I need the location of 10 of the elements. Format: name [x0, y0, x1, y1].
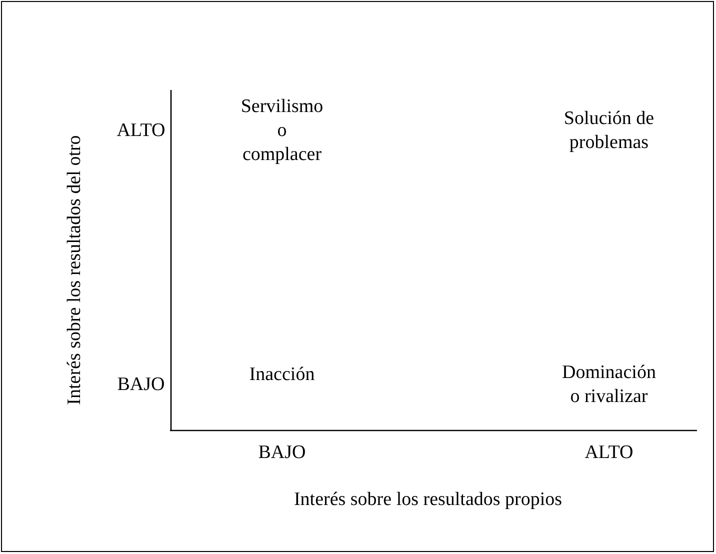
quadrant-label: Dominación o rivalizar: [561, 361, 657, 409]
y-tick-label: ALTO: [116, 119, 166, 143]
y-axis-title: Interés sobre los resultados del otro: [63, 134, 86, 407]
y-tick-label: BAJO: [116, 373, 166, 397]
x-tick-label: ALTO: [584, 441, 634, 465]
x-axis-title: Interés sobre los resultados propios: [292, 488, 564, 512]
quadrant-label: Inacción: [248, 363, 316, 387]
quadrant-label: Servilismo o complacer: [240, 95, 324, 167]
quadrant-label: Solución de problemas: [562, 107, 656, 155]
x-tick-label: BAJO: [257, 441, 307, 465]
